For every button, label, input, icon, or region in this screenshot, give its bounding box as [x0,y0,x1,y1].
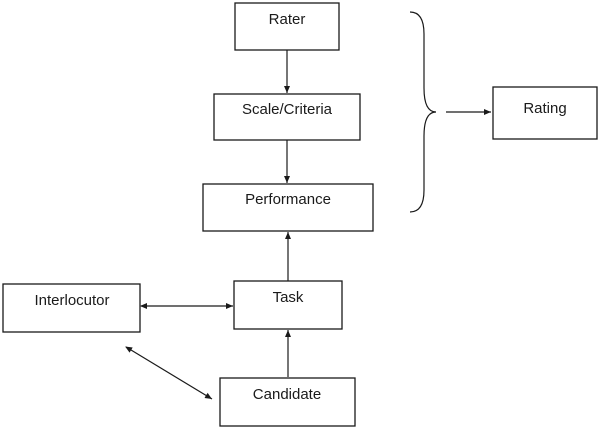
interlocutor-node: Interlocutor [2,283,141,333]
performance-node: Performance [202,183,374,232]
rating-node: Rating [492,86,598,140]
scale-criteria-label: Scale/Criteria [242,101,333,118]
arrow-interlocutor-candidate-bidirectional [125,346,213,400]
candidate-label: Candidate [253,386,321,403]
interlocutor-label: Interlocutor [34,292,109,309]
right-curly-brace [409,11,437,213]
performance-label: Performance [245,191,331,208]
task-label: Task [273,289,304,306]
scale-criteria-node: Scale/Criteria [213,93,361,141]
candidate-node: Candidate [219,377,356,427]
rater-node: Rater [234,2,340,51]
rating-label: Rating [523,100,566,117]
rater-label: Rater [269,11,306,28]
task-node: Task [233,280,343,330]
